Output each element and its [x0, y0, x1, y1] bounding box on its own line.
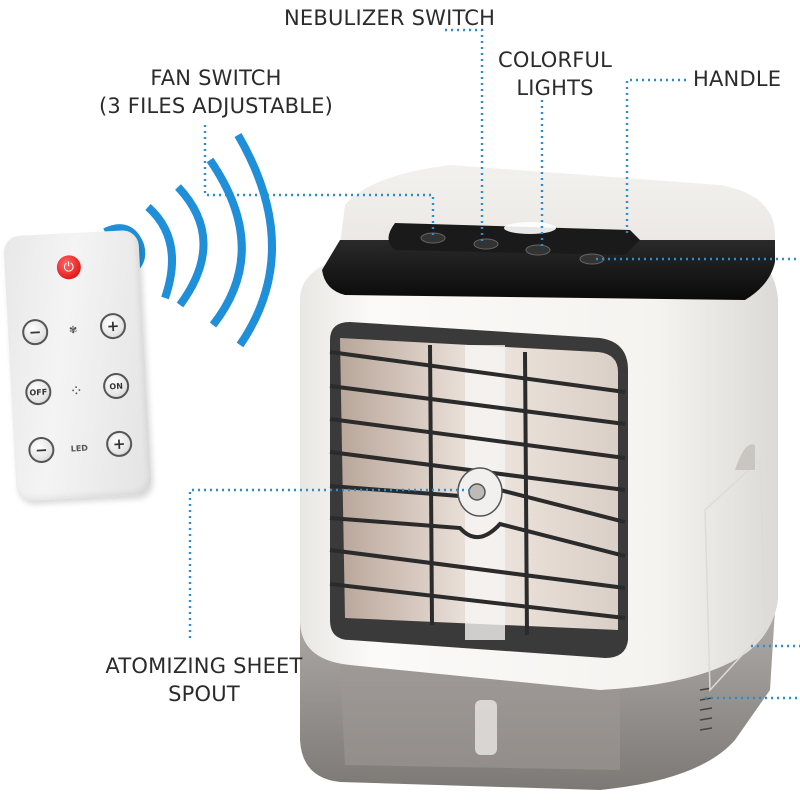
label-atomizing-line2: SPOUT [168, 682, 240, 706]
led-label: LED [70, 443, 89, 453]
lights-button[interactable] [525, 244, 551, 256]
fan-icon: ✾ [68, 324, 78, 336]
label-fan-switch-line2: (3 FILES ADJUSTABLE) [98, 94, 334, 118]
label-fan-switch-line1: FAN SWITCH [150, 66, 282, 90]
label-colorful-lights-line2: LIGHTS [516, 76, 594, 100]
nebulizer-leader [445, 28, 484, 242]
off-label: OFF [29, 387, 48, 398]
minus-icon: − [28, 322, 42, 342]
mist-icon: ⁘ [69, 380, 84, 400]
nebulizer-switch-button[interactable] [473, 238, 499, 250]
top-control-buttons [420, 232, 605, 265]
remote-led-minus-button[interactable]: − [27, 436, 56, 464]
label-nebulizer-switch: NEBULIZER SWITCH [284, 6, 496, 30]
plus-icon: + [106, 316, 120, 336]
remote-mist-on-button[interactable]: ON [102, 372, 130, 400]
atomizing-spout [468, 483, 486, 501]
power-icon: ⏻ [63, 259, 75, 276]
power-button[interactable] [579, 253, 605, 265]
fan-grille [329, 322, 628, 658]
label-colorful-lights: COLORFUL LIGHTS [490, 46, 620, 102]
label-colorful-lights-line1: COLORFUL [497, 48, 612, 72]
plus-icon: + [112, 434, 126, 454]
remote-mist-off-button[interactable]: OFF [24, 378, 53, 406]
remote-power-button[interactable]: ⏻ [56, 254, 82, 280]
top-lid [322, 165, 775, 300]
remote-fan-minus-button[interactable]: − [21, 318, 49, 346]
label-atomizing-line1: ATOMIZING SHEET [105, 654, 303, 678]
remote-led-plus-button[interactable]: + [105, 430, 133, 458]
handle-slot [504, 222, 556, 234]
leader-lines [188, 28, 800, 700]
handle-leader [625, 78, 686, 233]
fan-switch-leader [203, 125, 435, 236]
label-fan-switch: FAN SWITCH (3 FILES ADJUSTABLE) [96, 64, 336, 120]
remote-fan-plus-button[interactable]: + [99, 312, 127, 340]
on-label: ON [109, 381, 124, 391]
signal-waves-icon [103, 132, 276, 348]
label-atomizing-sheet-spout: ATOMIZING SHEET SPOUT [104, 652, 304, 708]
spout-leader [188, 488, 470, 640]
remote-control: ⏻ − ✾ + OFF ⁘ ON − LED + [3, 229, 152, 502]
minus-icon: − [34, 440, 49, 460]
label-handle: HANDLE [693, 67, 782, 91]
